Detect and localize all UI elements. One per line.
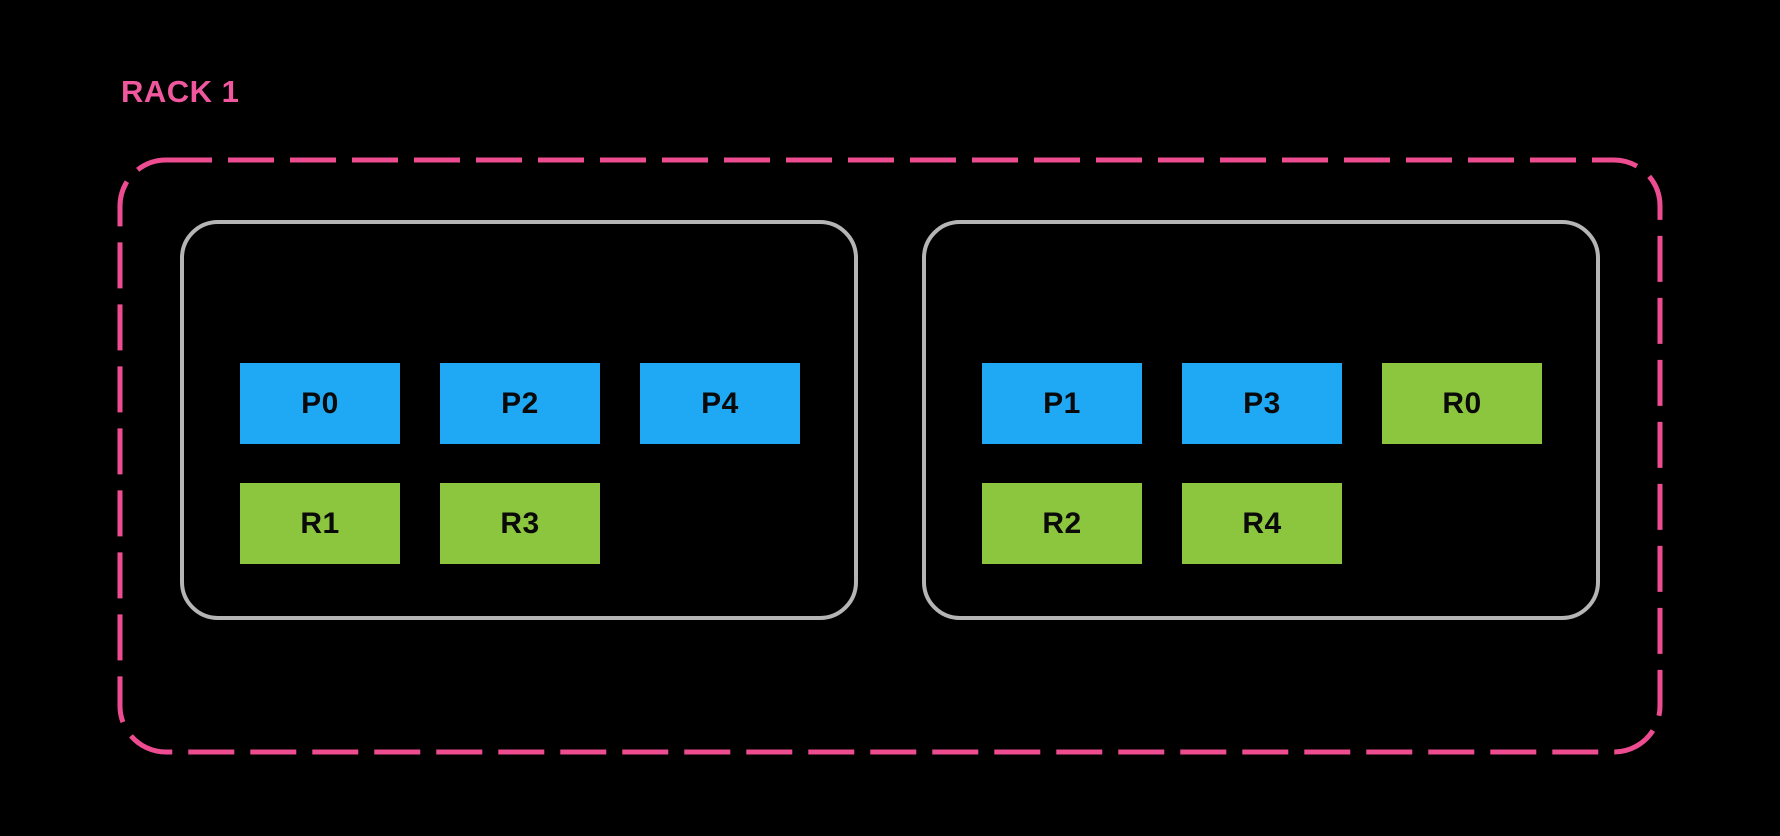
shard-label: P0 bbox=[301, 386, 339, 420]
rack-title: RACK 1 bbox=[121, 74, 240, 109]
rack-dashed-border bbox=[117, 157, 1663, 755]
shard-box-p2: P2 bbox=[440, 363, 600, 444]
shard-box-r1: R1 bbox=[240, 483, 400, 564]
shard-label: P4 bbox=[701, 386, 739, 420]
shard-box-r0: R0 bbox=[1382, 363, 1542, 444]
shard-label: P3 bbox=[1243, 386, 1281, 420]
shard-box-r4: R4 bbox=[1182, 483, 1342, 564]
shard-label: R0 bbox=[1442, 386, 1482, 420]
shard-label: R3 bbox=[500, 506, 540, 540]
shard-label: P2 bbox=[501, 386, 539, 420]
rack-border-rect bbox=[117, 157, 1663, 755]
shard-label: R2 bbox=[1042, 506, 1082, 540]
shard-box-p4: P4 bbox=[640, 363, 800, 444]
shard-label: P1 bbox=[1043, 386, 1081, 420]
shard-box-p1: P1 bbox=[982, 363, 1142, 444]
shard-box-p0: P0 bbox=[240, 363, 400, 444]
shard-box-r3: R3 bbox=[440, 483, 600, 564]
shard-box-r2: R2 bbox=[982, 483, 1142, 564]
shard-box-p3: P3 bbox=[1182, 363, 1342, 444]
shard-label: R4 bbox=[1242, 506, 1282, 540]
shard-label: R1 bbox=[300, 506, 340, 540]
